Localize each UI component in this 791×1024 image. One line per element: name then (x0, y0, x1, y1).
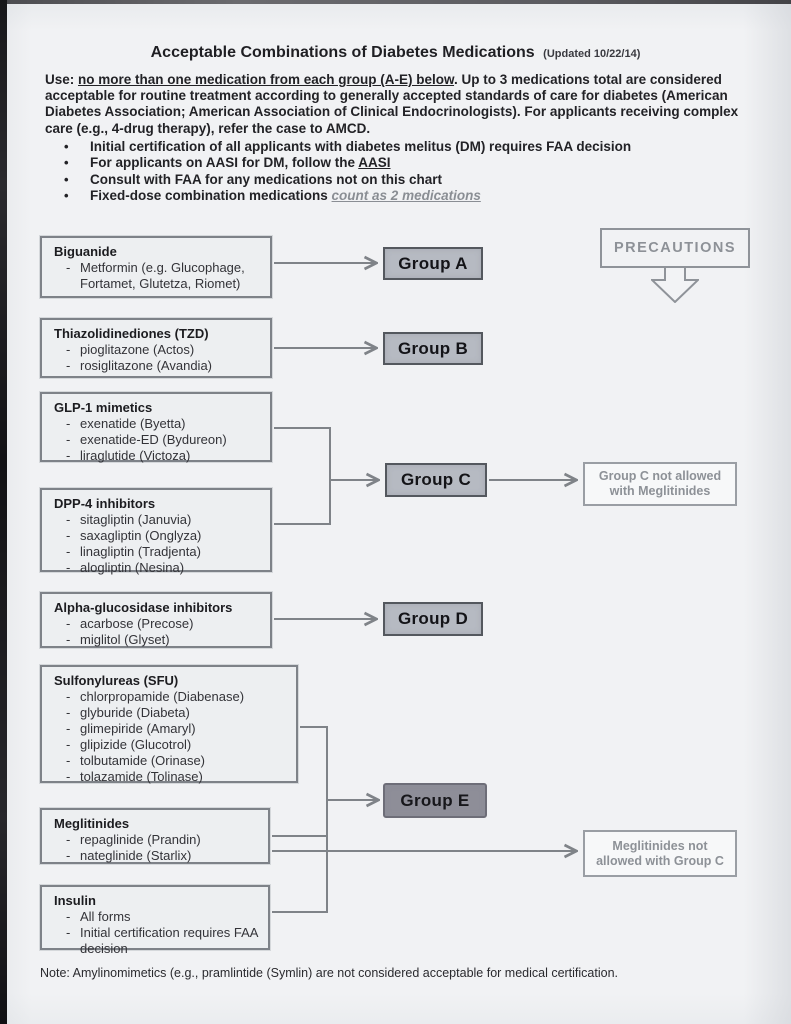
scan-edge-top (0, 0, 791, 4)
med-box-items: -acarbose (Precose)-miglitol (Glyset) (54, 616, 264, 648)
bullet-item: Fixed-dose combination medications count… (62, 188, 722, 205)
medication-item: -tolbutamide (Orinase) (66, 753, 205, 768)
med-box-items: -exenatide (Byetta)-exenatide-ED (Bydure… (54, 416, 264, 464)
med-box-items: -All forms-Initial certification require… (54, 909, 262, 957)
medication-item: -alogliptin (Nesina) (66, 560, 185, 575)
med-box-sulfonylureas: Sulfonylureas (SFU) -chlorpropamide (Dia… (40, 665, 298, 785)
med-box-items: -repaglinide (Prandin)-nateglinide (Star… (54, 832, 262, 864)
medication-item: -sitagliptin (Januvia) (66, 512, 192, 527)
medication-item: -tolazamide (Tolinase) (66, 769, 203, 784)
precautions-box: PRECAUTIONS (600, 228, 750, 268)
medication-item: -miglitol (Glyset) (66, 632, 170, 647)
aasi-link-text: AASI (358, 155, 391, 171)
med-box-alpha-glucosidase: Alpha-glucosidase inhibitors -acarbose (… (40, 592, 272, 648)
bracket-groupE (272, 726, 328, 913)
medication-item: -glyburide (Diabeta) (66, 705, 190, 720)
med-box-title: Insulin (54, 893, 96, 908)
med-box-title: Biguanide (54, 244, 117, 259)
page-title-row: Acceptable Combinations of Diabetes Medi… (0, 44, 791, 62)
medication-item: -exenatide-ED (Bydureon) (66, 432, 227, 447)
group-chip-e: Group E (383, 783, 487, 818)
medication-item: -saxagliptin (Onglyza) (66, 528, 202, 543)
med-box-title: Meglitinides (54, 816, 130, 831)
bullet-list: Initial certification of all applicants … (62, 139, 722, 205)
med-box-title: DPP-4 inhibitors (54, 496, 156, 511)
med-box-tzd: Thiazolidinediones (TZD) -pioglitazone (… (40, 318, 272, 378)
medication-item: -pioglitazone (Actos) (66, 342, 195, 357)
count-as-2-emphasis: count as 2 medications (331, 188, 481, 204)
medication-item: -linagliptin (Tradjenta) (66, 544, 201, 559)
med-box-biguanide: Biguanide -Metformin (e.g. Glucophage, F… (40, 236, 272, 298)
group-chip-a: Group A (383, 247, 483, 280)
med-box-items: -chlorpropamide (Diabenase)-glyburide (D… (54, 689, 290, 785)
medication-item: -Metformin (e.g. Glucophage, Fortamet, G… (66, 260, 245, 291)
medication-item: -glipizide (Glucotrol) (66, 737, 192, 752)
medication-item: -liraglutide (Victoza) (66, 448, 191, 463)
medication-item: -exenatide (Byetta) (66, 416, 186, 431)
medication-item: -glimepiride (Amaryl) (66, 721, 196, 736)
med-box-meglitinides: Meglitinides -repaglinide (Prandin)-nate… (40, 808, 270, 864)
note-text: Note: Amylinomimetics (e.g., pramlintide… (40, 966, 619, 980)
medication-item: -Initial certification requires FAA deci… (66, 925, 259, 956)
page-title: Acceptable Combinations of Diabetes Medi… (150, 44, 535, 61)
med-box-title: Thiazolidinediones (TZD) (54, 326, 209, 341)
medication-item: -nateglinide (Starlix) (66, 848, 192, 863)
bullet-item: Consult with FAA for any medications not… (62, 172, 722, 189)
med-box-dpp4: DPP-4 inhibitors -sitagliptin (Januvia)-… (40, 488, 272, 575)
med-box-glp1: GLP-1 mimetics -exenatide (Byetta)-exena… (40, 392, 272, 464)
intro-paragraph: Use: no more than one medication from ea… (45, 72, 761, 137)
intro-rest: . Up to 3 medications total are consider… (45, 72, 739, 136)
intro-underlined: no more than one medication from each gr… (78, 72, 455, 87)
med-box-items: -sitagliptin (Januvia)-saxagliptin (Ongl… (54, 512, 264, 576)
medication-item: -chlorpropamide (Diabenase) (66, 689, 245, 704)
updated-date: (Updated 10/22/14) (543, 48, 641, 60)
med-box-items: -Metformin (e.g. Glucophage, Fortamet, G… (54, 260, 264, 292)
precautions-down-arrow-icon (651, 266, 699, 303)
warning-group-c: Group C not allowed with Meglitinides (583, 462, 737, 506)
group-chip-d: Group D (383, 602, 483, 636)
medication-item: -acarbose (Precose) (66, 616, 194, 631)
med-box-insulin: Insulin -All forms-Initial certification… (40, 885, 270, 956)
med-box-title: Alpha-glucosidase inhibitors (54, 600, 233, 615)
med-box-title: Sulfonylureas (SFU) (54, 673, 179, 688)
scan-edge-left (0, 0, 7, 1024)
bullet-item: For applicants on AASI for DM, follow th… (62, 155, 722, 172)
medication-item: -repaglinide (Prandin) (66, 832, 201, 847)
medication-item: -All forms (66, 909, 131, 924)
group-chip-c: Group C (385, 463, 487, 497)
medication-item: -rosiglitazone (Avandia) (66, 358, 212, 373)
intro-prefix: Use: (45, 72, 79, 87)
bracket-groupC (274, 427, 331, 525)
warning-meglitinides: Meglitinides not allowed with Group C (583, 830, 737, 877)
bullet-item: Initial certification of all applicants … (62, 139, 722, 156)
med-box-title: GLP-1 mimetics (54, 400, 153, 415)
group-chip-b: Group B (383, 332, 483, 365)
med-box-items: -pioglitazone (Actos)-rosiglitazone (Ava… (54, 342, 264, 374)
